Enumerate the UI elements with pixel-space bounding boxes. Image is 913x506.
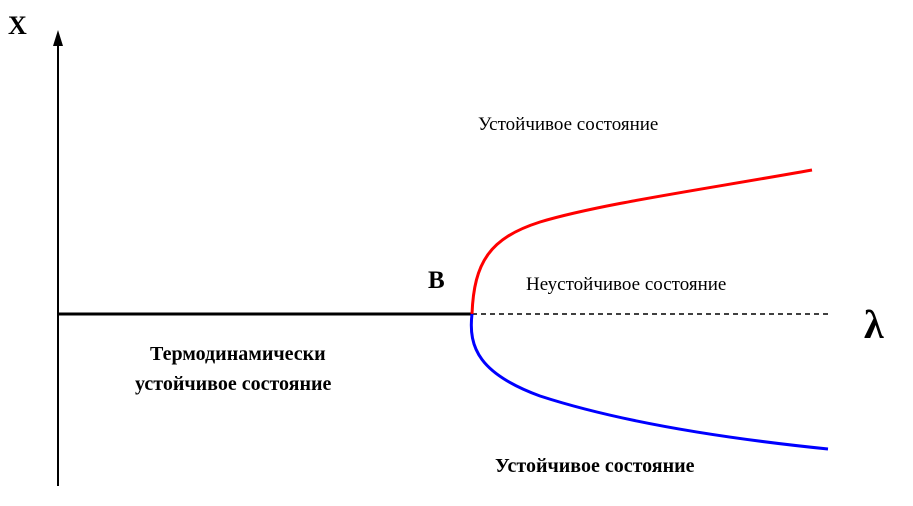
- y-axis-arrow: [53, 30, 63, 46]
- lower-stable-branch: [469, 313, 829, 451]
- x-axis-label: λ: [864, 302, 884, 347]
- bifurcation-point-label: B: [428, 267, 445, 294]
- upper-stable-branch: [470, 168, 813, 315]
- unstable-label: Неустойчивое состояние: [526, 274, 726, 295]
- thermo-stable-label-line2: устойчивое состояние: [135, 373, 331, 395]
- upper-stable-label: Устойчивое состояние: [478, 114, 658, 135]
- y-axis-label: X: [8, 11, 27, 40]
- lower-stable-label: Устойчивое состояние: [495, 455, 695, 477]
- thermo-stable-label-line1: Термодинамически: [150, 343, 326, 365]
